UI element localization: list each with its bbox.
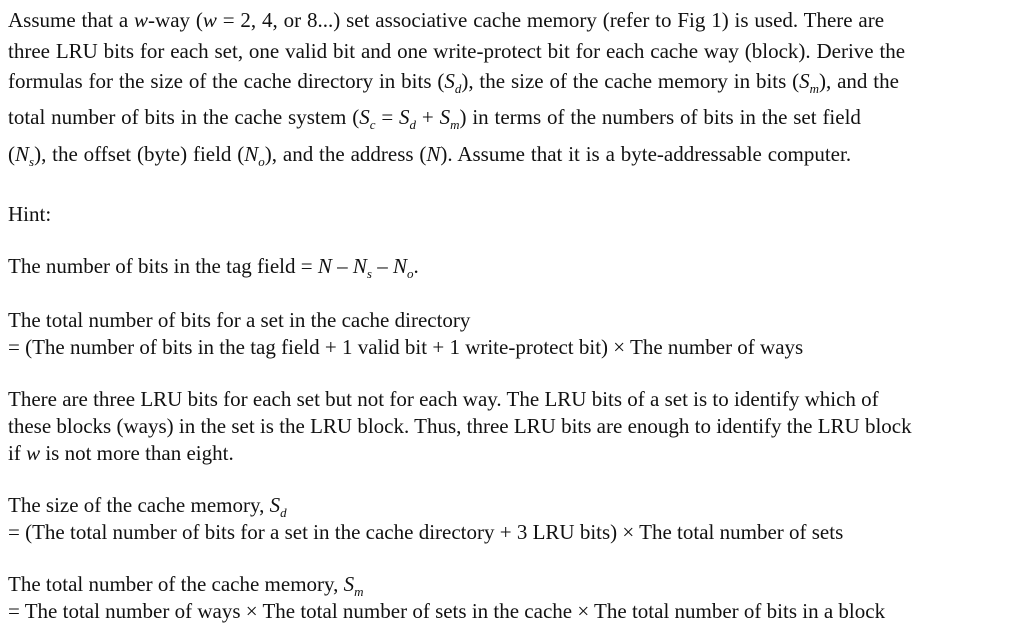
lru-paragraph-line-1: There are three LRU bits for each set bu… bbox=[8, 387, 879, 411]
cache-total-formula: = The total number of ways × The total n… bbox=[8, 599, 886, 623]
cache-size-heading: The size of the cache memory, Sd bbox=[8, 493, 287, 520]
intro-line-1: Assume that a w-way (w = 2, 4, or 8...) … bbox=[8, 8, 885, 32]
intro-line-4: total number of bits in the cache system… bbox=[8, 105, 861, 132]
set-bits-formula: = (The number of bits in the tag field +… bbox=[8, 335, 804, 359]
intro-line-5: (Ns), the offset (byte) field (No), and … bbox=[8, 142, 852, 169]
hint-label: Hint: bbox=[8, 202, 52, 226]
intro-line-3: formulas for the size of the cache direc… bbox=[8, 69, 899, 96]
intro-line-2: three LRU bits for each set, one valid b… bbox=[8, 39, 906, 63]
cache-total-heading: The total number of the cache memory, Sm bbox=[8, 572, 364, 599]
cache-size-formula: = (The total number of bits for a set in… bbox=[8, 520, 844, 544]
set-bits-heading: The total number of bits for a set in th… bbox=[8, 308, 471, 332]
lru-paragraph-line-3: if w is not more than eight. bbox=[8, 441, 234, 465]
tag-field-formula: The number of bits in the tag field = N … bbox=[8, 254, 419, 281]
lru-paragraph-line-2: these blocks (ways) in the set is the LR… bbox=[8, 414, 912, 438]
